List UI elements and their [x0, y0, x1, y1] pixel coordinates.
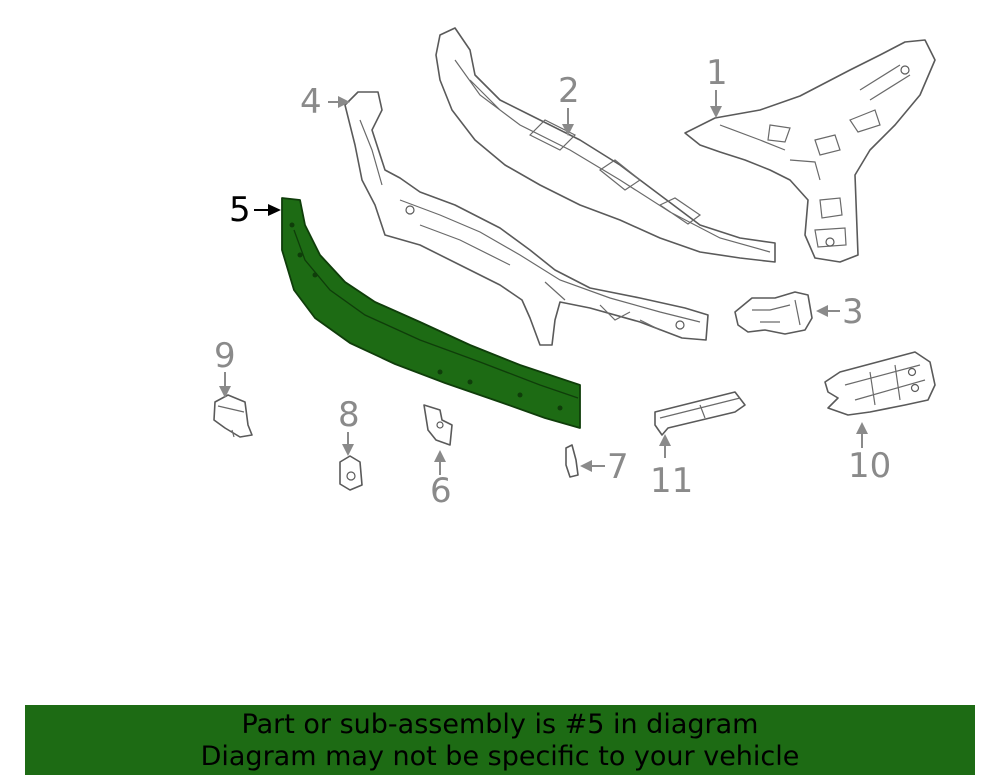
- part-6-bracket: [423, 404, 453, 446]
- part-10-bracket: [824, 351, 936, 416]
- part-3-bracket: [734, 291, 813, 335]
- part-7-bracket: [565, 444, 579, 478]
- callout-11: 11: [650, 461, 693, 501]
- callout-3: 3: [842, 292, 864, 332]
- part-4-absorber: [344, 91, 709, 346]
- callout-2: 2: [558, 71, 580, 111]
- part-8-clip: [339, 455, 363, 491]
- banner-line-2: Diagram may not be specific to your vehi…: [200, 741, 800, 772]
- callout-arrows: [219, 90, 868, 475]
- part-9-sensor: [213, 394, 253, 438]
- info-banner: Part or sub-assembly is #5 in diagram Di…: [25, 705, 975, 775]
- callout-6: 6: [430, 471, 452, 511]
- callout-4: 4: [300, 82, 322, 122]
- callout-5: 5: [229, 190, 251, 230]
- callout-9: 9: [214, 336, 236, 376]
- part-2-carrier: [435, 27, 776, 263]
- callout-7: 7: [607, 447, 629, 487]
- part-1-bracket: [684, 39, 936, 263]
- callout-10: 10: [848, 446, 891, 486]
- callout-8: 8: [338, 395, 360, 435]
- parts-diagram: 1 2 3 4 5 6 7 8 9 10 11: [213, 27, 936, 511]
- part-11-bracket: [654, 391, 746, 436]
- callout-1: 1: [706, 53, 728, 93]
- part-5-impact-bar: [281, 197, 581, 429]
- banner-line-1: Part or sub-assembly is #5 in diagram: [241, 709, 759, 740]
